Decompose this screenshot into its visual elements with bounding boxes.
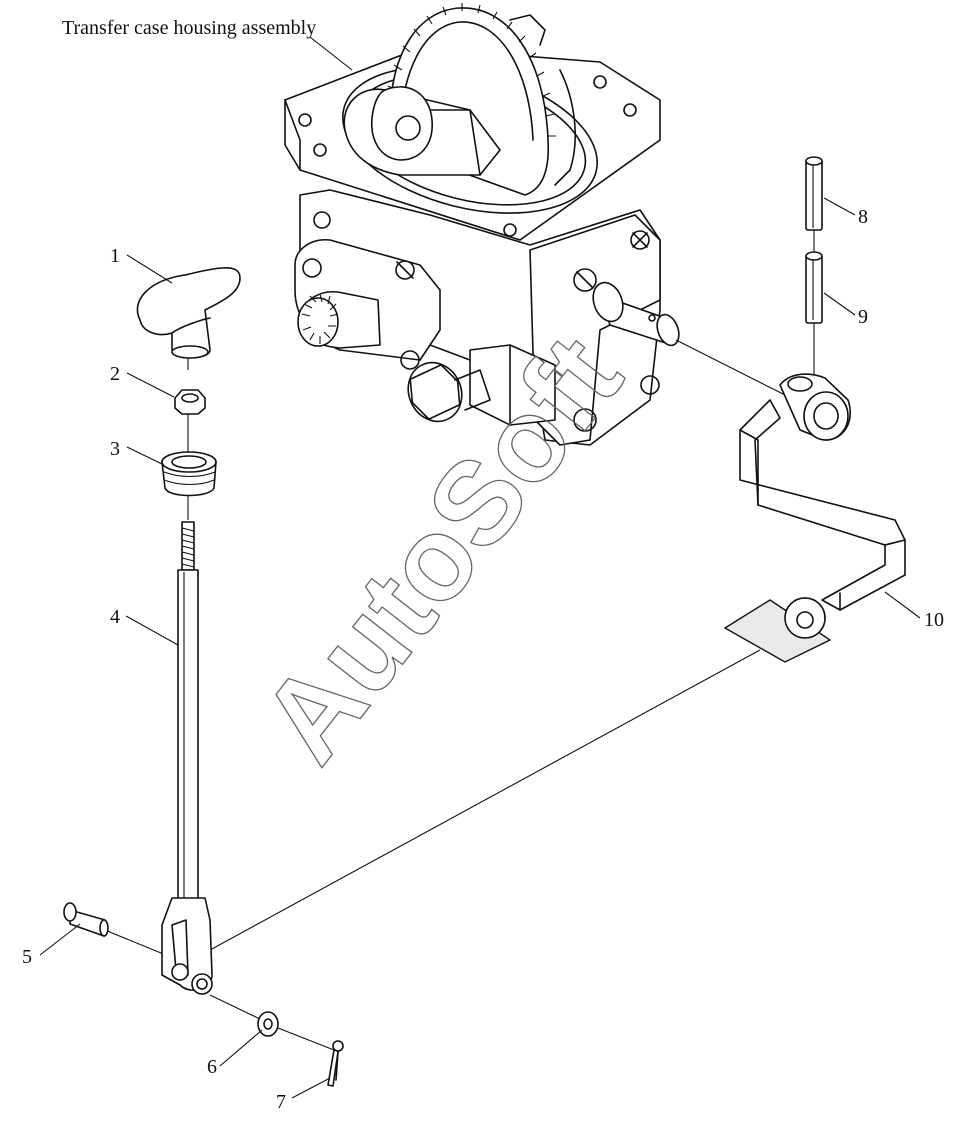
callout-2: 2 bbox=[110, 363, 120, 385]
callout-leader-lines bbox=[39, 197, 921, 1099]
callout-9: 9 bbox=[858, 306, 868, 328]
part-10-shift-lever bbox=[723, 373, 906, 663]
part-6-washer bbox=[257, 1011, 279, 1037]
callout-1: 1 bbox=[110, 245, 120, 267]
part-8-roll-pin bbox=[805, 156, 823, 231]
callout-10: 10 bbox=[924, 609, 944, 631]
assembly-label: Transfer case housing assembly bbox=[62, 17, 316, 39]
callout-8: 8 bbox=[858, 206, 868, 228]
callout-7: 7 bbox=[276, 1091, 286, 1113]
part-1-shift-knob bbox=[136, 267, 241, 359]
part-4-shift-rod bbox=[161, 521, 213, 995]
callout-4: 4 bbox=[110, 606, 120, 628]
part-3-bushing bbox=[161, 451, 217, 497]
part-5-clevis-pin bbox=[63, 902, 109, 937]
assembly-leader-line bbox=[309, 36, 353, 71]
part-7-cotter-pin bbox=[327, 1040, 344, 1087]
callout-6: 6 bbox=[207, 1056, 217, 1078]
callout-5: 5 bbox=[22, 946, 32, 968]
input-flange bbox=[294, 211, 441, 370]
transfer-case-housing bbox=[284, 3, 680, 446]
part-9-roll-pin bbox=[805, 251, 823, 324]
part-2-nut bbox=[174, 389, 206, 415]
callout-numbers: 1 2 3 4 5 6 7 8 9 10 bbox=[22, 206, 944, 1113]
callout-3: 3 bbox=[110, 438, 120, 460]
